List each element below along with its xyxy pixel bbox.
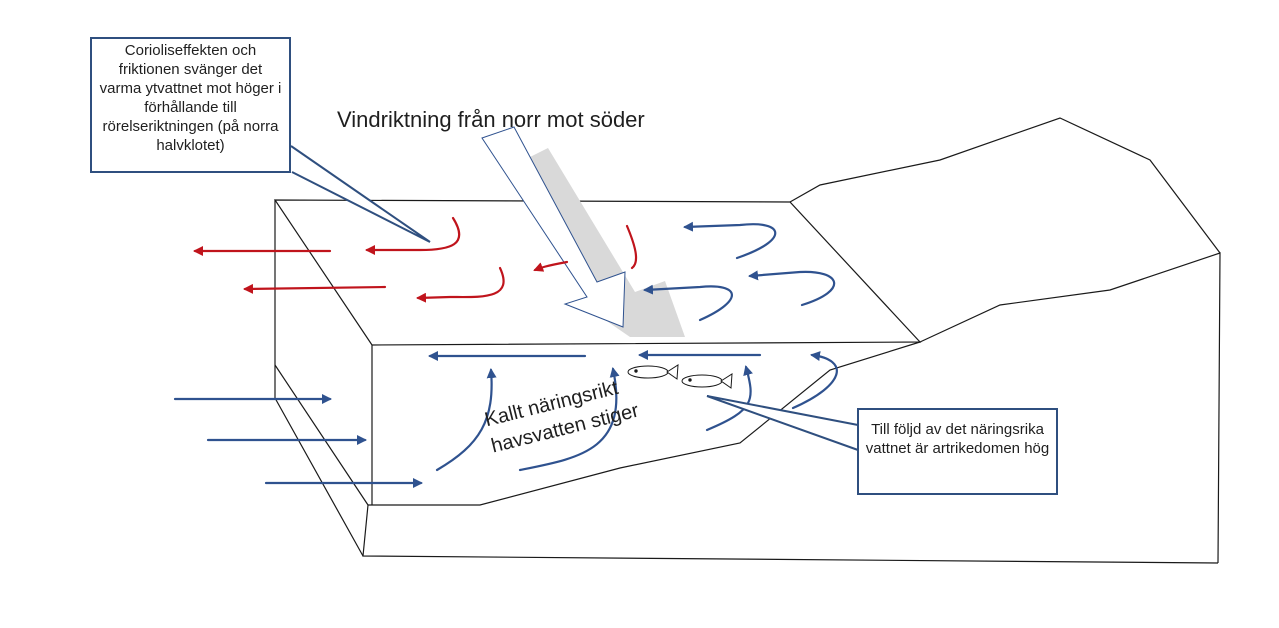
cold-surface-arrow — [683, 221, 777, 260]
land-mass — [789, 117, 1221, 564]
warm-surface-currents — [193, 216, 638, 303]
cold-surface-currents — [643, 221, 836, 322]
species-richness-callout: Till följd av det näringsrika vattnet är… — [857, 408, 1058, 495]
sea-floor — [368, 341, 921, 506]
warm-deflected-arrow — [625, 224, 638, 270]
callout-pointer-species — [706, 395, 859, 451]
callout-pointer-coriolis — [290, 145, 431, 243]
cold-surface-arrow — [748, 270, 836, 307]
warm-deflected-arrow — [416, 266, 505, 303]
warm-offshore-arrow — [243, 283, 387, 294]
coriolis-callout: Corioliseffekten och friktionen svänger … — [90, 37, 291, 173]
fish-icon — [627, 364, 679, 380]
warm-deflected-arrow — [533, 260, 569, 272]
cold-surface-arrow — [643, 284, 733, 322]
upwelling-arrow — [435, 368, 497, 472]
warm-deflected-arrow — [365, 216, 461, 255]
upwelling-arrow — [791, 351, 838, 410]
upwelling-arrow — [518, 367, 620, 472]
fish-icon — [681, 373, 733, 389]
wind-direction-label: Vindriktning från norr mot söder — [337, 107, 645, 132]
